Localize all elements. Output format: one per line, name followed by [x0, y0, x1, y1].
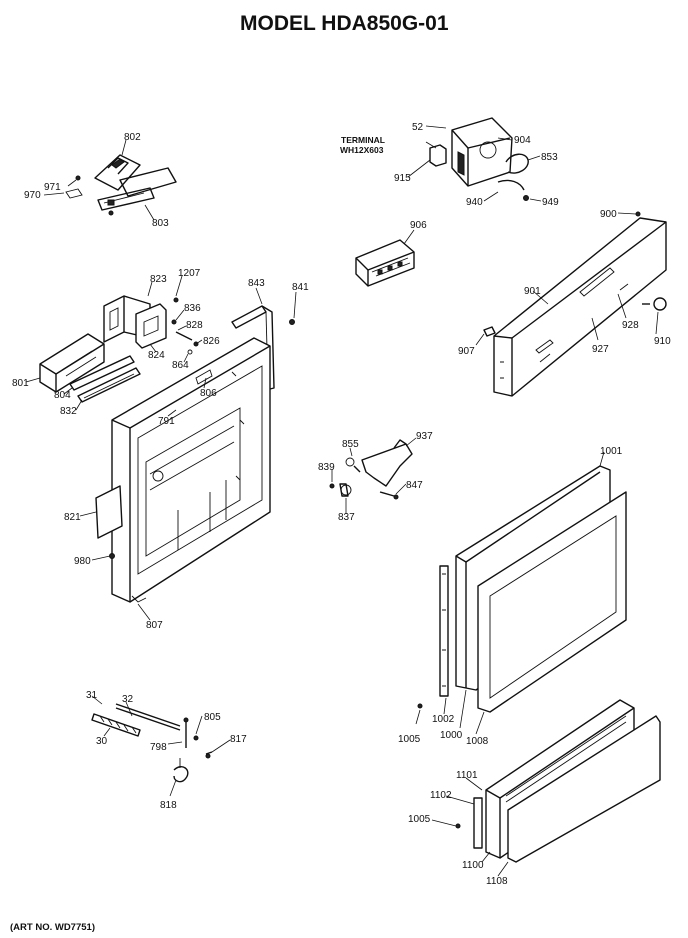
label-836: 836 — [184, 303, 201, 314]
label-907: 907 — [458, 346, 475, 357]
part-904-timer-assembly — [429, 117, 529, 201]
label-1002: 1002 — [432, 714, 455, 725]
label-807: 807 — [146, 620, 163, 631]
label-802: 802 — [124, 132, 141, 143]
label-937: 937 — [416, 431, 433, 442]
label-841: 841 — [292, 282, 309, 293]
terminal-note-line2: WH12X603 — [340, 145, 384, 155]
label-927: 927 — [592, 344, 609, 355]
part-823-824-latch-assembly — [103, 295, 199, 355]
label-824: 824 — [148, 350, 165, 361]
label-806: 806 — [200, 388, 217, 399]
label-949: 949 — [542, 197, 559, 208]
label-32: 32 — [122, 694, 134, 705]
part-802-803-assembly — [65, 154, 177, 216]
label-828: 828 — [186, 320, 203, 331]
label-900: 900 — [600, 209, 617, 220]
label-1005-upper: 1005 — [398, 734, 421, 745]
label-839: 839 — [318, 462, 335, 473]
label-832: 832 — [60, 406, 77, 417]
label-855: 855 — [342, 439, 359, 450]
label-821: 821 — [64, 512, 81, 523]
label-804: 804 — [54, 390, 71, 401]
label-1000: 1000 — [440, 730, 463, 741]
label-817: 817 — [230, 734, 247, 745]
label-803: 803 — [152, 218, 169, 229]
label-1108: 1108 — [486, 876, 508, 887]
label-826: 826 — [203, 336, 220, 347]
label-1102: 1102 — [430, 790, 452, 801]
label-928: 928 — [622, 320, 639, 331]
label-970: 970 — [24, 190, 41, 201]
label-805: 805 — [204, 712, 221, 723]
label-791: 791 — [158, 416, 175, 427]
label-801: 801 — [12, 378, 29, 389]
label-798: 798 — [150, 742, 167, 753]
diagram-title: MODEL HDA850G-01 — [240, 12, 449, 35]
label-904: 904 — [514, 135, 531, 146]
label-971: 971 — [44, 182, 61, 193]
label-837: 837 — [338, 512, 355, 523]
label-823: 823 — [150, 274, 167, 285]
label-52: 52 — [412, 122, 424, 133]
label-843: 843 — [248, 278, 265, 289]
label-901: 901 — [524, 286, 541, 297]
label-1207: 1207 — [178, 268, 201, 279]
art-number: (ART NO. WD7751) — [10, 922, 95, 933]
label-940: 940 — [466, 197, 483, 208]
label-864: 864 — [172, 360, 189, 371]
label-847: 847 — [406, 480, 423, 491]
part-801-804-handle-assembly — [39, 333, 141, 403]
label-31: 31 — [86, 690, 98, 701]
label-910: 910 — [654, 336, 671, 347]
label-853: 853 — [541, 152, 558, 163]
terminal-note-line1: TERMINAL — [341, 135, 385, 145]
label-906: 906 — [410, 220, 427, 231]
label-1100: 1100 — [462, 860, 484, 871]
label-1101: 1101 — [456, 770, 478, 781]
label-980: 980 — [74, 556, 91, 567]
label-818: 818 — [160, 800, 177, 811]
label-1005-lower: 1005 — [408, 814, 431, 825]
label-1001: 1001 — [600, 446, 623, 457]
part-906-switch-block — [355, 239, 415, 287]
part-1100-bottom-access-panel — [455, 699, 661, 863]
label-915: 915 — [394, 173, 411, 184]
part-1000-outer-door-panel — [417, 465, 627, 713]
label-1008: 1008 — [466, 736, 489, 747]
part-901-control-panel — [483, 211, 667, 397]
label-30: 30 — [96, 736, 108, 747]
part-807-inner-door-panel — [95, 337, 271, 603]
